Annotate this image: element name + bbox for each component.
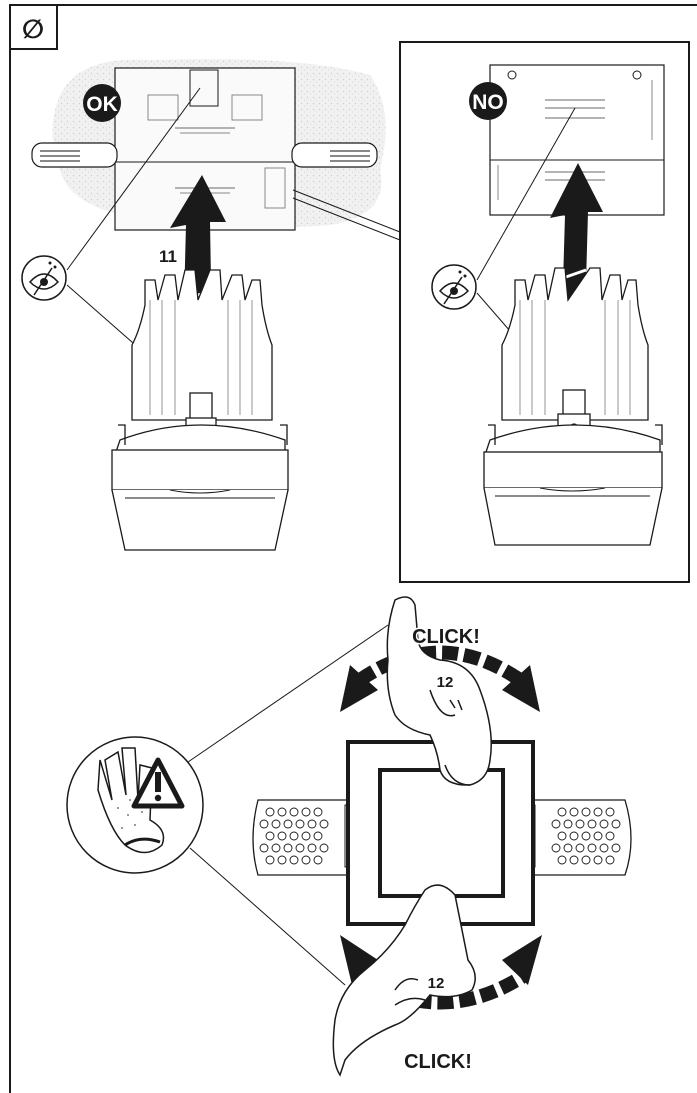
ok-badge-label: OK xyxy=(86,93,118,116)
step-number-12-bottom: 12 xyxy=(428,975,445,992)
page-frame xyxy=(9,4,697,1093)
corner-symbol-box: ∅ xyxy=(9,4,58,50)
rotate-arrows-top xyxy=(340,645,540,712)
no-badge xyxy=(469,82,507,120)
step-number-12-top: 12 xyxy=(437,674,454,691)
no-eye-icon xyxy=(431,264,477,310)
hand-bottom xyxy=(332,884,476,1077)
no-panel: NO xyxy=(399,41,690,583)
ok-fixture xyxy=(111,269,289,551)
left-spring-clip xyxy=(252,799,361,876)
square-frame-inner xyxy=(378,768,505,898)
glove-warning-icon xyxy=(66,736,204,874)
click-label-bottom: CLICK! xyxy=(404,1051,472,1073)
corner-symbol: ∅ xyxy=(22,14,44,44)
ok-panel: OK 11 xyxy=(21,59,386,551)
hand-top xyxy=(386,596,492,786)
no-badge-label: NO xyxy=(472,91,504,114)
right-spring-clip xyxy=(519,799,632,876)
ok-eye-icon xyxy=(21,255,67,301)
click-label-top: CLICK! xyxy=(412,626,480,648)
warning-triangle-icon xyxy=(131,757,185,809)
step-number-11: 11 xyxy=(159,247,177,266)
no-fixture xyxy=(483,267,663,546)
click-panel: CLICK! 12 12 CLICK! xyxy=(66,596,632,1077)
ok-badge xyxy=(83,84,121,122)
